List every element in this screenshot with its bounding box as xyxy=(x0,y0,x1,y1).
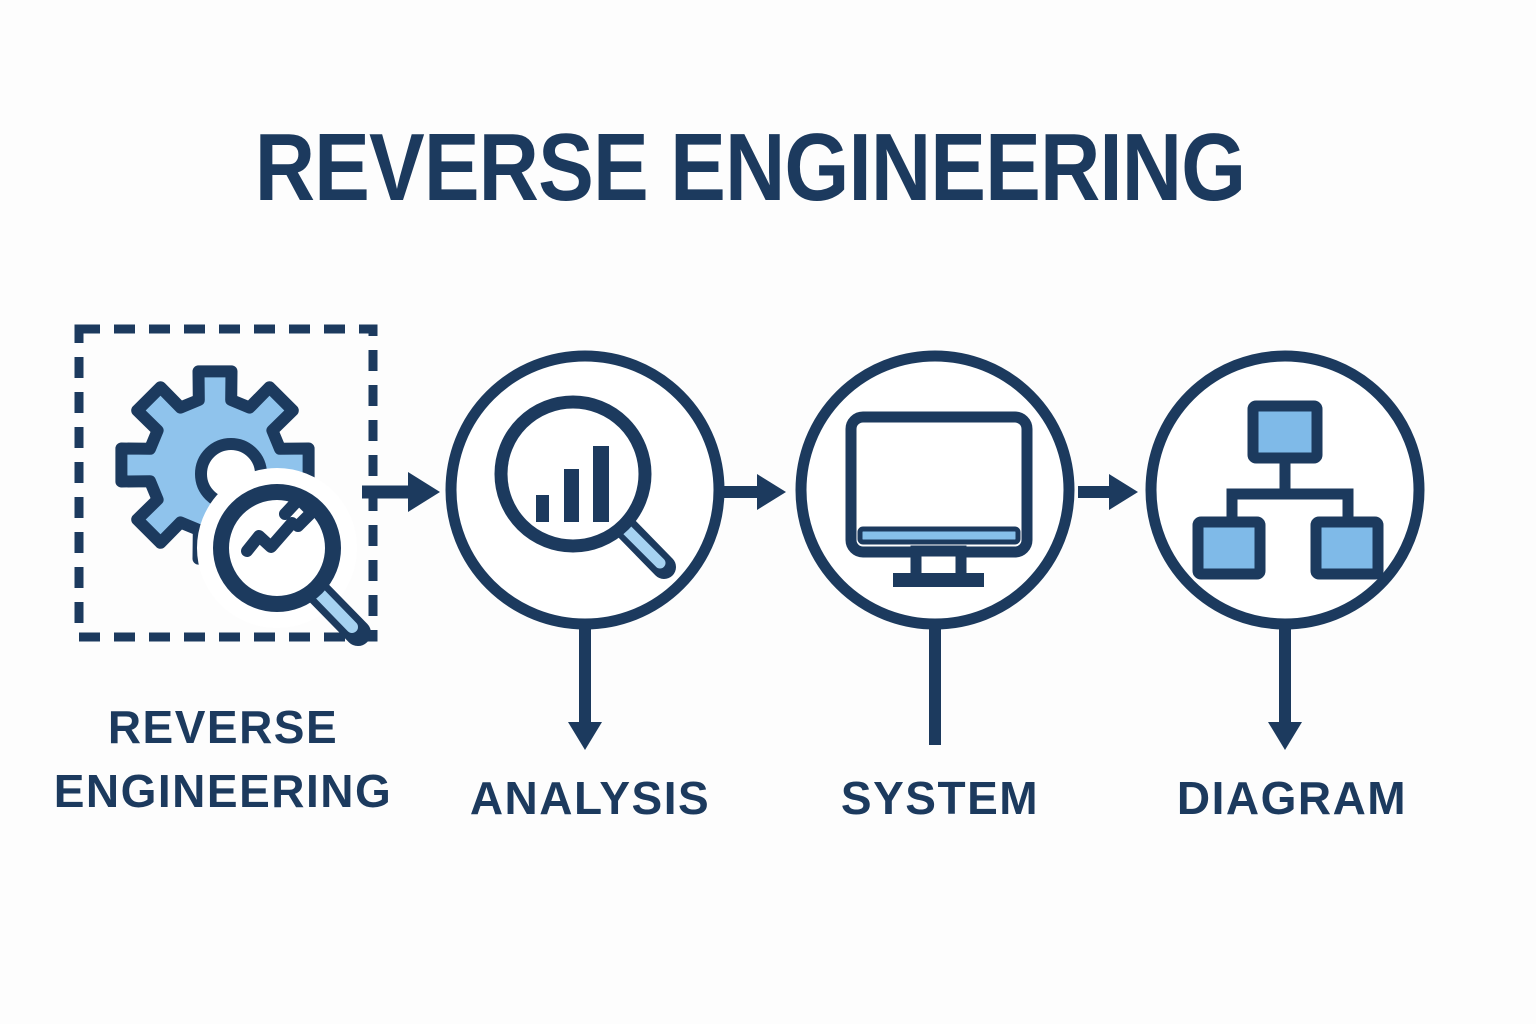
arrow-down-analysis xyxy=(568,629,602,750)
arrow-right-1 xyxy=(362,472,440,512)
bar-large xyxy=(593,446,609,522)
step-reverse-engineering xyxy=(74,324,378,646)
hierarchy-tree-icon xyxy=(1192,400,1384,580)
arrow-right-3 xyxy=(1078,474,1138,510)
arrowhead xyxy=(568,722,602,750)
arrowhead xyxy=(1109,474,1138,510)
arrowhead xyxy=(408,472,440,512)
label-diagram: DIAGRAM xyxy=(1176,772,1408,824)
step-diagram xyxy=(1145,350,1425,750)
label-reverse-line1: REVERSE xyxy=(107,701,339,753)
tree-right-node xyxy=(1310,516,1384,580)
arrowhead xyxy=(757,474,786,510)
bar-medium xyxy=(564,469,579,522)
arrow-right-2 xyxy=(724,474,786,510)
wrench-jaw xyxy=(279,493,318,532)
label-system: SYSTEM xyxy=(840,772,1040,824)
magnifier-bar-chart-icon xyxy=(494,395,676,579)
computer-monitor-icon xyxy=(845,411,1033,587)
magnifier-wrench-icon xyxy=(197,468,371,646)
tree-root-node xyxy=(1247,400,1323,464)
step-analysis xyxy=(445,350,725,750)
label-reverse-line2: ENGINEERING xyxy=(53,765,393,818)
arrow-down-diagram xyxy=(1268,629,1302,750)
monitor-bezel-strip xyxy=(857,526,1021,545)
tree-branches xyxy=(1226,488,1354,526)
arrowhead xyxy=(1268,722,1302,750)
label-analysis: ANALYSIS xyxy=(469,772,711,824)
dashed-box xyxy=(74,324,378,642)
bar-small xyxy=(536,495,549,522)
page-title: REVERSE ENGINEERING xyxy=(254,114,1246,221)
step-system xyxy=(795,350,1075,745)
monitor-stand-base xyxy=(893,573,984,587)
label-reverse-engineering: REVERSE ENGINEERING xyxy=(16,695,430,824)
magnifier-handle-highlight xyxy=(621,524,666,569)
wrench-icon xyxy=(241,517,298,557)
tree-left-node xyxy=(1192,516,1266,580)
magnifier-handle-highlight xyxy=(314,588,358,633)
